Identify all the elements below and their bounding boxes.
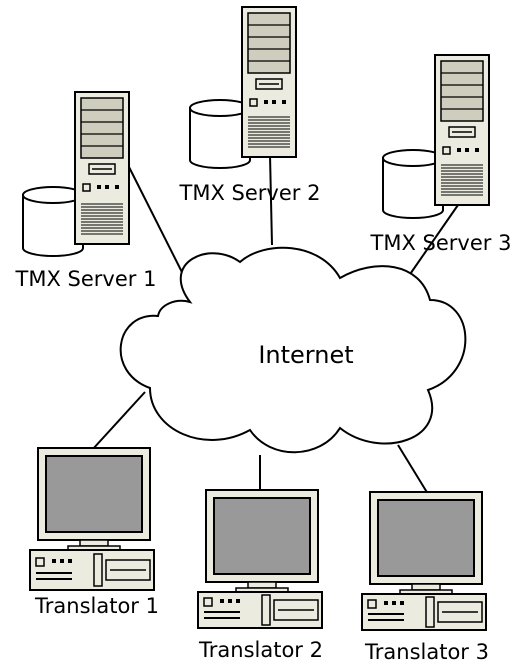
translator-1-label: Translator 1 xyxy=(34,594,159,618)
server-3-label: TMX Server 3 xyxy=(370,231,512,255)
translator-3: Translator 3 xyxy=(361,491,489,664)
internet-cloud-icon xyxy=(119,246,467,454)
translator-3-label: Translator 3 xyxy=(364,640,489,664)
tmx-server-3: TMX Server 3 xyxy=(370,54,512,255)
link-server-2 xyxy=(269,154,273,246)
desktop-computer-icon xyxy=(29,447,155,591)
desktop-computer-icon xyxy=(197,489,323,629)
tmx-server-2: TMX Server 2 xyxy=(179,6,321,205)
server-tower-icon xyxy=(434,54,490,206)
tmx-server-1: TMX Server 1 xyxy=(15,91,157,291)
cloud-label: Internet xyxy=(258,341,353,369)
translator-2: Translator 2 xyxy=(197,489,323,662)
database-cylinder-icon xyxy=(382,149,444,219)
server-1-label: TMX Server 1 xyxy=(15,267,157,291)
link-translator-3 xyxy=(397,444,429,495)
link-translator-1 xyxy=(91,391,146,451)
server-tower-icon xyxy=(241,6,297,158)
translator-1: Translator 1 xyxy=(29,447,159,618)
server-2-label: TMX Server 2 xyxy=(179,181,321,205)
desktop-computer-icon xyxy=(361,491,487,631)
server-tower-icon xyxy=(74,91,130,245)
translator-2-label: Translator 2 xyxy=(198,638,323,662)
database-cylinder-icon xyxy=(189,99,251,169)
link-server-3 xyxy=(405,204,459,281)
